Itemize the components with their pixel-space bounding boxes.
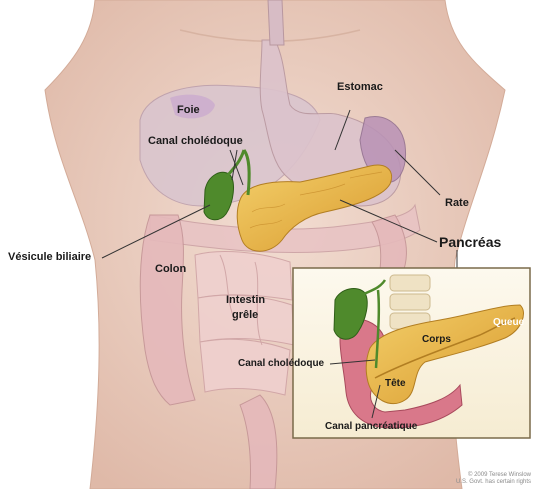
- inset-panel: [293, 268, 530, 438]
- label-intestin: Intestin: [226, 294, 265, 306]
- credit-line-2: U.S. Govt. has certain rights: [456, 479, 531, 486]
- label-colon: Colon: [155, 263, 186, 275]
- copyright-credit: © 2009 Terese Winslow U.S. Govt. has cer…: [456, 472, 531, 486]
- label-foie: Foie: [177, 104, 200, 116]
- label-rate: Rate: [445, 197, 469, 209]
- label-tete: Tête: [385, 378, 406, 389]
- label-canal-choledoque: Canal cholédoque: [148, 135, 243, 147]
- label-grele: grêle: [232, 309, 258, 321]
- label-queue: Queue: [493, 317, 524, 328]
- label-estomac: Estomac: [337, 81, 383, 93]
- label-canal-choledoque-inset: Canal cholédoque: [238, 358, 324, 369]
- label-corps: Corps: [422, 334, 451, 345]
- spine: [390, 275, 430, 329]
- label-vesicule-biliaire: Vésicule biliaire: [8, 251, 91, 263]
- label-pancreas: Pancréas: [439, 234, 501, 250]
- label-canal-pancreatique: Canal pancréatique: [325, 421, 417, 432]
- esophagus: [268, 0, 284, 45]
- credit-line-1: © 2009 Terese Winslow: [456, 472, 531, 479]
- small-intestine: [195, 251, 294, 395]
